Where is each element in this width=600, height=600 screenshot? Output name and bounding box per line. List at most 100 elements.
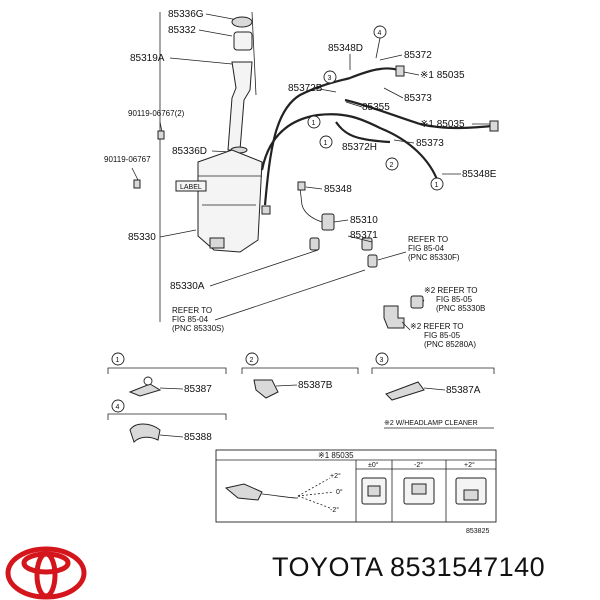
washer-tank-85330: LABEL: [175, 149, 271, 253]
label-85372: 85372: [404, 50, 432, 61]
leader-90119-2: [159, 121, 163, 133]
connector-zero: [361, 477, 387, 505]
tank-clip: [261, 205, 271, 215]
hose-85348: [299, 187, 323, 223]
callout-2-circle: [385, 157, 399, 171]
ref-c-line1: ※2 REFER TO: [424, 286, 478, 295]
ref-b-line3: (PNC 85330F): [408, 253, 460, 262]
headlamp-pump-parts: [383, 295, 424, 329]
ref-fig-line2: FIG 85-04: [172, 315, 209, 324]
joint-85330F: [367, 254, 378, 268]
spray-minus: [297, 495, 331, 509]
label-85035-b: ※1 85035: [420, 119, 465, 130]
leader-ref-b: [377, 251, 407, 261]
label-90119: 90119-06767: [104, 155, 151, 164]
detail-1-num: 1: [116, 357, 120, 364]
ref-b-line1: REFER TO: [408, 235, 448, 244]
label-85372B: 85372B: [288, 83, 323, 94]
level-gauge-rod: [251, 11, 257, 96]
label-85310: 85310: [350, 215, 378, 226]
clip-85387: [128, 383, 162, 397]
nozzle-col-plus: +2°: [464, 461, 475, 469]
detail-2: 2 85387B: [241, 352, 359, 399]
hose-upper-right: [349, 67, 399, 80]
detail-4-circle: [111, 399, 125, 413]
leader-85348: [305, 186, 323, 190]
hose-branch: [344, 98, 493, 130]
leader-85319A: [169, 57, 233, 65]
connector-plus: [455, 477, 487, 505]
nozzle-col-zero: ±0°: [368, 461, 379, 469]
motor-85280A: [383, 305, 405, 329]
diagram-canvas: 85336G 85332 85319A 90119-06767(2) 85336…: [104, 9, 499, 535]
leader-85035-a: [403, 71, 420, 76]
leader-85310: [333, 219, 349, 223]
nozzle-hose: [261, 493, 299, 499]
bolt-90119-b: [133, 179, 141, 189]
connector-zero-key: [367, 485, 381, 497]
detail-3-leader: [423, 387, 446, 391]
headlamp-note: ※2 W/HEADLAMP CLEANER: [384, 420, 478, 427]
leader-85372B: [313, 87, 337, 93]
detail-4-leader: [159, 434, 184, 438]
nozzle-85035-b: [489, 120, 499, 132]
toyota-logo-icon: [5, 546, 87, 600]
label-85371: 85371: [350, 230, 378, 241]
ref-d-line3: (PNC 85280A): [424, 340, 476, 349]
bolt-90119-a: [157, 130, 165, 140]
pump-85310: [321, 213, 335, 231]
callout-1b-circle: [319, 135, 333, 149]
nozzle-85035-a: [395, 65, 405, 77]
detail-2-bracket: [241, 367, 359, 374]
nozzle-col-minus: -2°: [414, 461, 423, 469]
label-85330: 85330: [128, 232, 156, 243]
detail-2-circle: [245, 352, 259, 366]
angle-minus: -2°: [330, 506, 339, 514]
ref-c-line2: FIG 85-05: [436, 295, 473, 304]
callout-1c-text: 1: [435, 182, 439, 189]
cap-85336G: [231, 16, 253, 28]
detail-3-num: 3: [380, 357, 384, 364]
leader-ref-d: [401, 321, 411, 331]
leader-85332: [198, 29, 233, 37]
connector-minus-key: [411, 483, 427, 495]
ref-d-line1: ※2 REFER TO: [410, 322, 464, 331]
detail-1-circle: [111, 352, 125, 366]
callout-4-text: 4: [378, 30, 382, 37]
clip-85387B: [253, 379, 279, 399]
pump-85310-body: [321, 213, 335, 231]
label-85373-a: 85373: [404, 93, 432, 104]
callout-2-text: 2: [390, 162, 394, 169]
brand-footer: [0, 545, 600, 600]
leader-85336G: [205, 13, 239, 21]
hose-branch-2: [335, 121, 391, 144]
label-85336G: 85336G: [168, 9, 204, 20]
callout-3-text: 3: [328, 75, 332, 82]
detail-1: 1 85387: [107, 352, 227, 397]
nozzle-table-title: ※1 85035: [318, 451, 354, 460]
cap-85332: [233, 31, 253, 51]
filler-neck-85319A: [227, 61, 253, 151]
callout-1c-circle: [430, 177, 444, 191]
logo-vertical-ring: [34, 551, 58, 599]
label-85319A: 85319A: [130, 53, 165, 64]
leader-85372: [379, 54, 403, 61]
ref-d-line2: FIG 85-05: [424, 331, 461, 340]
leader-85371: [347, 235, 373, 243]
pump-85330A: [209, 237, 225, 249]
tank-body: [197, 149, 263, 253]
detail-4-num: 4: [116, 404, 120, 411]
label-90119-2: 90119-06767(2): [128, 109, 185, 118]
detail-3-circle: [375, 352, 389, 366]
detail-4-part: 85388: [184, 432, 212, 443]
label-85373-b: 85373: [416, 138, 444, 149]
label-85336D: 85336D: [172, 146, 207, 157]
detail-4: 4 85388: [107, 399, 227, 443]
leader-85373-a: [383, 87, 404, 99]
angle-zero: 0°: [336, 488, 343, 496]
detail-3-part: 85387A: [446, 385, 481, 396]
nozzle-table: ※1 85035 ±0° -2° +2° +2° 0° -2°: [215, 449, 497, 523]
callout-1b-text: 1: [324, 140, 328, 147]
clip-85387-head: [143, 376, 153, 386]
